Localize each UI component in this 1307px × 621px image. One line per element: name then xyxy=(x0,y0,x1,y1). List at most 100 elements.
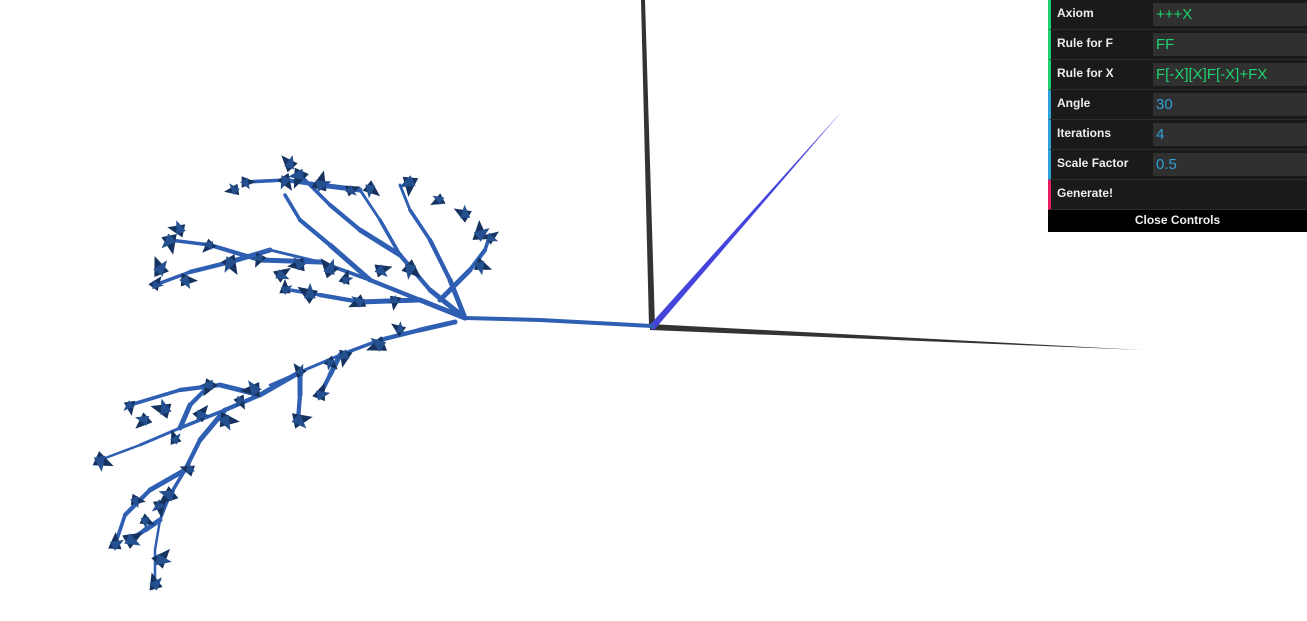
tree-leaf-highlight xyxy=(304,283,316,299)
tree-leaf-highlight xyxy=(280,285,293,295)
tree-leaf-highlight xyxy=(280,175,291,190)
rule-f-input[interactable] xyxy=(1153,33,1307,56)
tree-branch xyxy=(257,369,303,398)
tree-branch xyxy=(463,316,542,322)
axiom-input[interactable] xyxy=(1153,3,1307,26)
tree-branch xyxy=(142,517,163,533)
generate-button[interactable]: Generate! xyxy=(1048,180,1307,210)
axis-y-line xyxy=(641,0,655,326)
tree-leaf-highlight xyxy=(365,184,376,199)
generate-label: Generate! xyxy=(1057,186,1114,200)
tree-branch xyxy=(298,353,342,374)
tree-branch xyxy=(427,287,468,321)
controls-panel: Axiom Rule for F Rule for X Angle Iterat… xyxy=(1048,0,1307,232)
scale-factor-input[interactable] xyxy=(1153,153,1307,176)
tree-branch xyxy=(153,518,162,552)
axis-z-line xyxy=(648,110,843,330)
tree-leaf-highlight xyxy=(399,175,416,188)
tree-branch xyxy=(367,277,423,303)
tree-branch xyxy=(327,202,363,233)
axes-helper xyxy=(641,0,1142,350)
tree-branch xyxy=(327,242,373,283)
tree-branch xyxy=(197,407,228,443)
tree-branch xyxy=(177,402,193,431)
tree-leaf-highlight xyxy=(199,379,214,390)
tree-leaf-highlight xyxy=(161,233,177,249)
tree-branch xyxy=(298,173,332,207)
tree-leaf-highlight xyxy=(341,276,354,285)
scale-factor-control: Scale Factor xyxy=(1048,150,1307,180)
rule-f-label: Rule for F xyxy=(1057,36,1113,50)
tree-leaf-highlight xyxy=(295,363,304,376)
tree-leaf-highlight xyxy=(351,296,366,308)
tree-leaf-highlight xyxy=(224,256,237,273)
tree-branch xyxy=(538,318,654,328)
tree-leaf-highlight xyxy=(123,400,135,411)
angle-label: Angle xyxy=(1057,96,1091,110)
tree-leaf-highlight xyxy=(345,185,357,196)
scale-factor-label: Scale Factor xyxy=(1057,156,1129,170)
tree-leaf-highlight xyxy=(248,380,262,397)
lsystem-leaves xyxy=(92,155,499,591)
tree-leaf-highlight xyxy=(153,260,168,277)
tree-leaf-highlight xyxy=(218,414,231,431)
tree-leaf-highlight xyxy=(486,233,499,242)
iterations-input[interactable] xyxy=(1153,123,1307,146)
tree-leaf-highlight xyxy=(251,253,263,262)
tree-branch xyxy=(398,183,412,212)
tree-branch xyxy=(283,193,302,222)
tree-leaf-highlight xyxy=(460,204,471,219)
tree-branch xyxy=(417,319,458,333)
tree-branch xyxy=(257,257,323,265)
tree-leaf-highlight xyxy=(323,258,335,275)
tree-branch xyxy=(227,247,273,265)
tree-leaf-highlight xyxy=(288,168,305,181)
tree-branch xyxy=(147,467,188,493)
tree-leaf-highlight xyxy=(316,390,331,401)
axiom-label: Axiom xyxy=(1057,6,1094,20)
tree-branch xyxy=(128,388,182,407)
tree-leaf-highlight xyxy=(229,183,240,195)
angle-control: Angle xyxy=(1048,90,1307,120)
tree-leaf-highlight xyxy=(158,490,175,502)
axis-x-line xyxy=(650,324,1142,350)
tree-leaf-highlight xyxy=(293,256,306,271)
tree-leaf-highlight xyxy=(235,395,245,408)
tree-branch xyxy=(98,443,142,462)
tree-leaf-highlight xyxy=(186,461,195,474)
tree-branch xyxy=(317,292,363,305)
tree-leaf-highlight xyxy=(284,155,295,170)
tree-leaf-highlight xyxy=(160,398,172,415)
tree-leaf-highlight xyxy=(196,409,211,420)
tree-leaf-highlight xyxy=(374,264,388,277)
tree-leaf-highlight xyxy=(315,180,332,192)
tree-leaf-highlight xyxy=(152,280,164,290)
tree-leaf-highlight xyxy=(149,577,162,591)
rule-x-label: Rule for X xyxy=(1057,66,1114,80)
tree-leaf-highlight xyxy=(109,539,124,551)
tree-branch xyxy=(358,188,382,222)
tree-branch xyxy=(408,208,432,242)
tree-branch xyxy=(378,218,402,257)
tree-leaf-highlight xyxy=(432,195,445,205)
tree-branch xyxy=(437,267,473,303)
tree-branch xyxy=(427,237,453,283)
rule-f-control: Rule for F xyxy=(1048,30,1307,60)
tree-leaf-highlight xyxy=(130,496,139,509)
angle-input[interactable] xyxy=(1153,93,1307,116)
tree-branch xyxy=(182,437,203,473)
tree-branch xyxy=(138,426,182,447)
tree-leaf-highlight xyxy=(155,553,172,566)
tree-leaf-highlight xyxy=(386,295,399,304)
close-controls-button[interactable]: Close Controls xyxy=(1048,210,1307,232)
rule-x-input[interactable] xyxy=(1153,63,1307,86)
tree-leaf-highlight xyxy=(404,263,417,280)
tree-branch xyxy=(357,227,403,258)
tree-leaf-highlight xyxy=(291,413,307,429)
tree-leaf-highlight xyxy=(124,533,141,546)
tree-leaf-highlight xyxy=(474,261,485,276)
tree-leaf-highlight xyxy=(176,220,186,235)
tree-leaf-highlight xyxy=(473,228,490,242)
